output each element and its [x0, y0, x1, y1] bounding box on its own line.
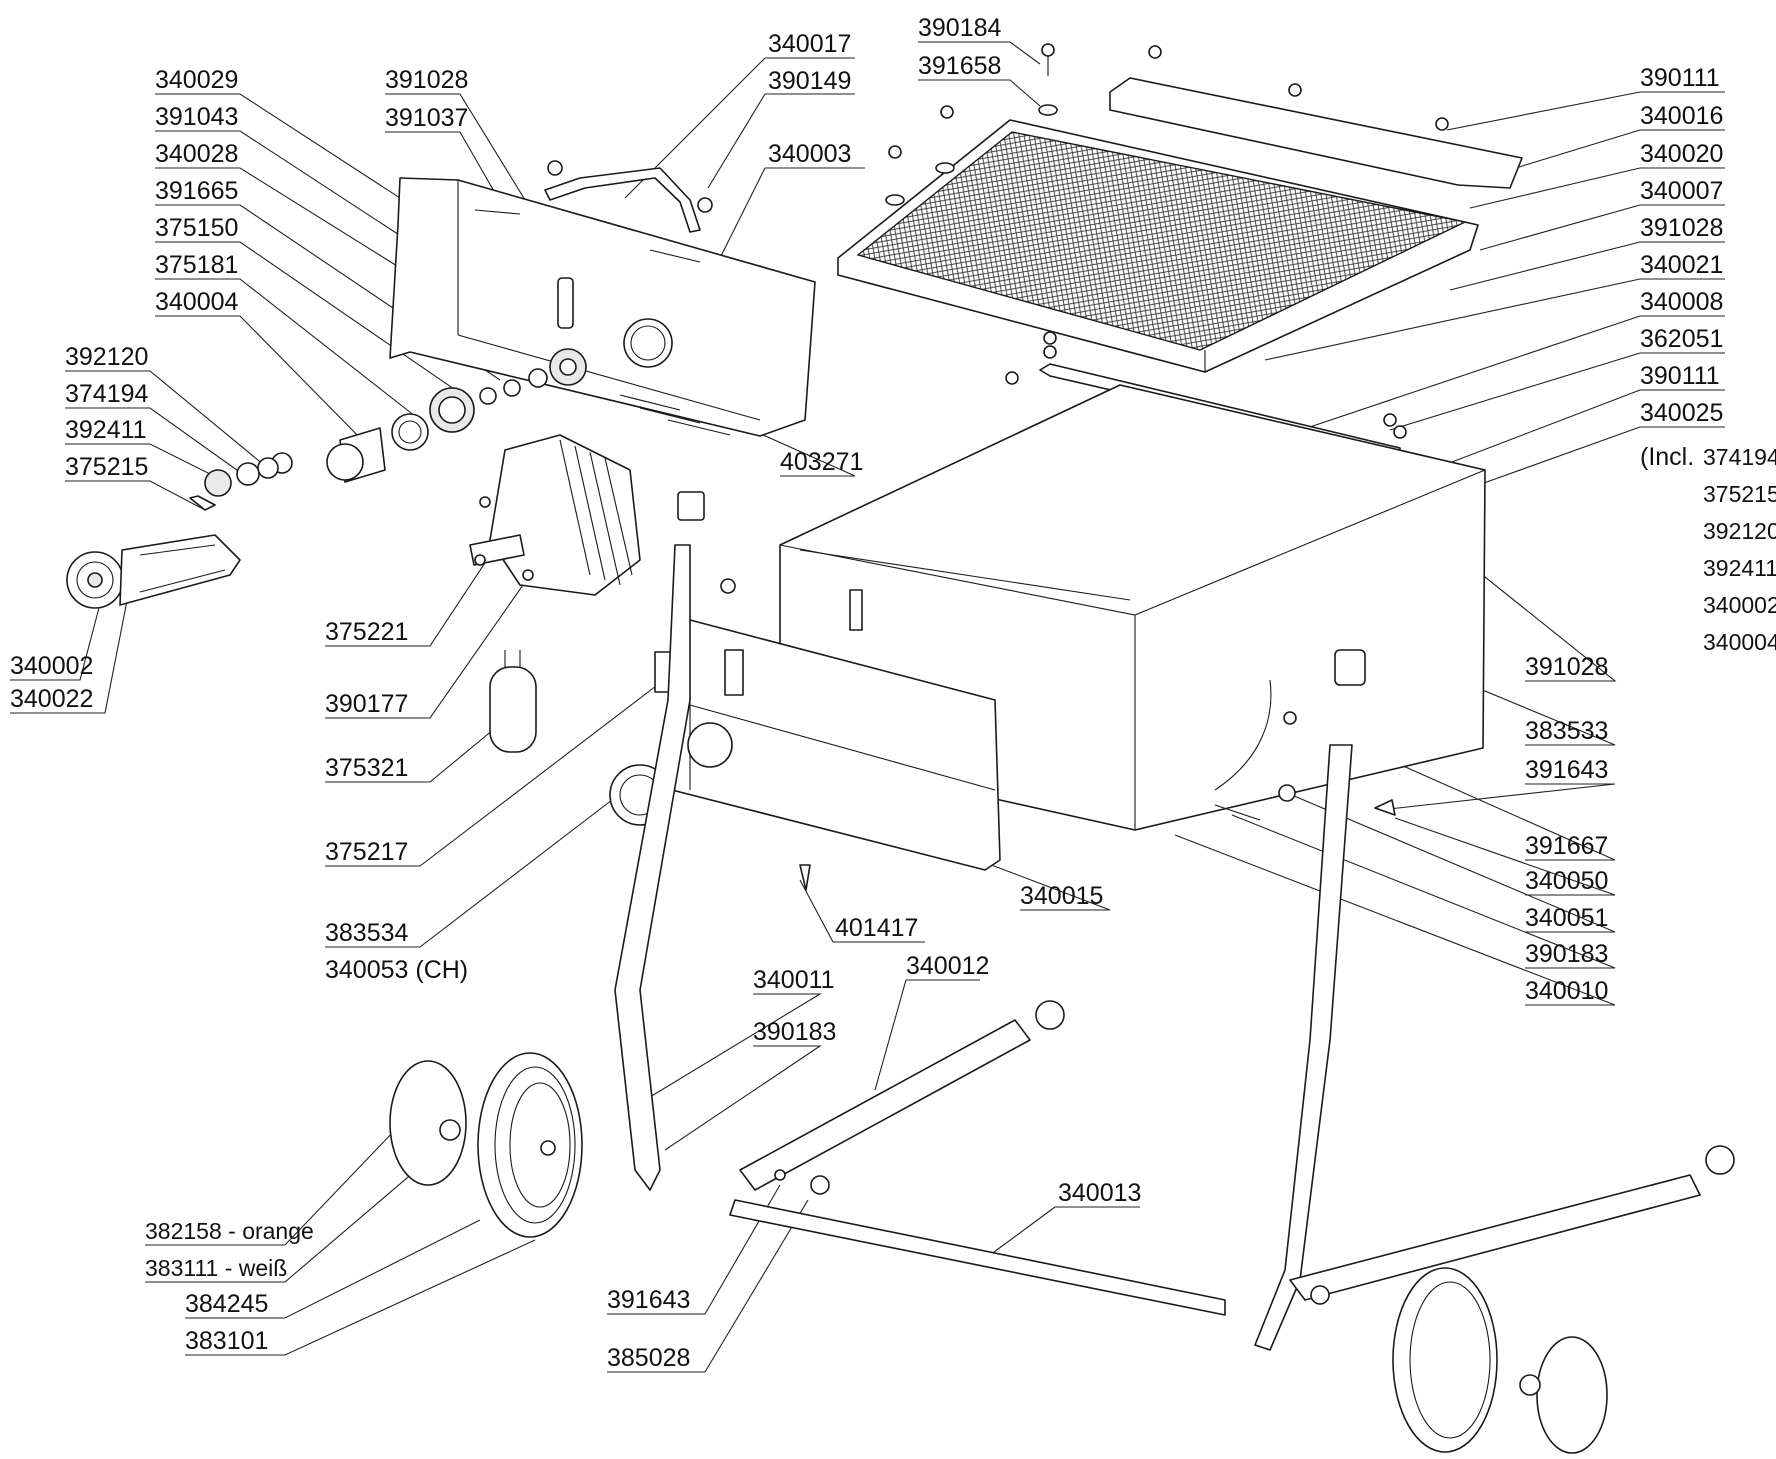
callout-c31: 340007 [1640, 177, 1723, 205]
carry-handle [544, 160, 713, 233]
callout-c09: 375150 [155, 214, 238, 242]
screws-top [885, 43, 1449, 206]
callout-c22: 375321 [325, 754, 408, 782]
callout-c07: 340028 [155, 140, 238, 168]
callout-c20: 375221 [325, 618, 408, 646]
shaft-bearing-stack [204, 277, 587, 497]
callout-c12: 340003 [768, 140, 851, 168]
sieve-frame [837, 119, 1479, 373]
misc-fasteners [799, 711, 1396, 891]
callout-c13: 392120 [65, 343, 148, 371]
callout-c21: 390177 [325, 690, 408, 718]
callout-c50: 340051 [1525, 904, 1608, 932]
callout-c38: (Incl. [1640, 443, 1694, 471]
callout-c04: 391028 [385, 66, 468, 94]
callout-c49: 340050 [1525, 867, 1608, 895]
leader-lines [10, 41, 1725, 1373]
callout-c29: 340016 [1640, 102, 1723, 130]
callout-c48: 391667 [1525, 832, 1608, 860]
callout-c01: 340017 [768, 30, 851, 58]
callout-c19: 403271 [780, 448, 863, 476]
callout-c35: 362051 [1640, 325, 1723, 353]
callout-c26: 390184 [918, 14, 1002, 42]
pulley-and-belt [66, 495, 241, 609]
callout-c52: 340010 [1525, 977, 1608, 1005]
callout-c08: 391665 [155, 177, 238, 205]
frame-tube-left [614, 491, 736, 1191]
callout-c62: 383101 [185, 1327, 268, 1355]
callout-c63: 391643 [607, 1286, 690, 1314]
callout-c54: 401417 [835, 914, 918, 942]
callout-c44: 340004) [1703, 629, 1776, 655]
callout-c30: 340020 [1640, 140, 1723, 168]
callout-labels: 340017 390149 340029 391028 391037 39104… [10, 14, 1776, 1372]
callout-c41: 392120 [1703, 518, 1776, 544]
callout-c02: 390149 [768, 67, 851, 95]
callout-c40: 375215 [1703, 481, 1776, 507]
callout-c36: 390111 [1640, 362, 1720, 390]
callout-c15: 392411 [65, 416, 147, 444]
callout-c45: 391028 [1525, 653, 1608, 681]
callout-c57: 390183 [753, 1018, 836, 1046]
callout-c14: 374194 [65, 380, 149, 408]
front-panel [654, 619, 1001, 871]
callout-c43: 340002 [1703, 592, 1776, 618]
callout-c55: 340011 [753, 966, 835, 994]
callout-c47: 391643 [1525, 756, 1608, 784]
callout-c27: 391658 [918, 52, 1001, 80]
rear-bracket [1109, 77, 1523, 189]
callout-c03: 340029 [155, 66, 238, 94]
callout-c23: 375217 [325, 838, 408, 866]
callout-c37: 340025 [1640, 399, 1723, 427]
callout-c05: 391037 [385, 104, 468, 132]
callout-c06: 391043 [155, 103, 238, 131]
callout-c28: 390111 [1640, 64, 1720, 92]
callout-c16: 375215 [65, 453, 148, 481]
callout-c53: 340015 [1020, 882, 1103, 910]
drive-housing [389, 177, 816, 437]
capacitor [489, 650, 537, 753]
callout-c33: 340021 [1640, 251, 1723, 279]
axle-tube [729, 1000, 1226, 1316]
callout-c51: 390183 [1525, 940, 1608, 968]
callout-c39: 374194 [1703, 444, 1776, 470]
callout-c11: 340004 [155, 288, 239, 316]
callout-c46: 383533 [1525, 717, 1608, 745]
wheel-right [1392, 1267, 1608, 1454]
callout-c32: 391028 [1640, 214, 1723, 242]
callout-c56: 340012 [906, 952, 989, 980]
callout-c24: 383534 [325, 919, 409, 947]
callout-c10: 375181 [155, 251, 238, 279]
electric-motor [469, 434, 641, 596]
callout-c61: 384245 [185, 1290, 268, 1318]
wheel-left [389, 1052, 583, 1238]
callout-c64: 385028 [607, 1344, 690, 1372]
frame-tube-right [1254, 649, 1735, 1351]
callout-c58: 340013 [1058, 1179, 1141, 1207]
callout-c25: 340053 (CH) [325, 956, 468, 984]
callout-c59: 382158 - orange [145, 1218, 314, 1244]
callout-c60: 383111 - weiß [145, 1255, 287, 1281]
callout-c17: 340002 [10, 652, 93, 680]
callout-c34: 340008 [1640, 288, 1723, 316]
callout-c42: 392411 [1703, 555, 1776, 581]
callout-c18: 340022 [10, 685, 93, 713]
